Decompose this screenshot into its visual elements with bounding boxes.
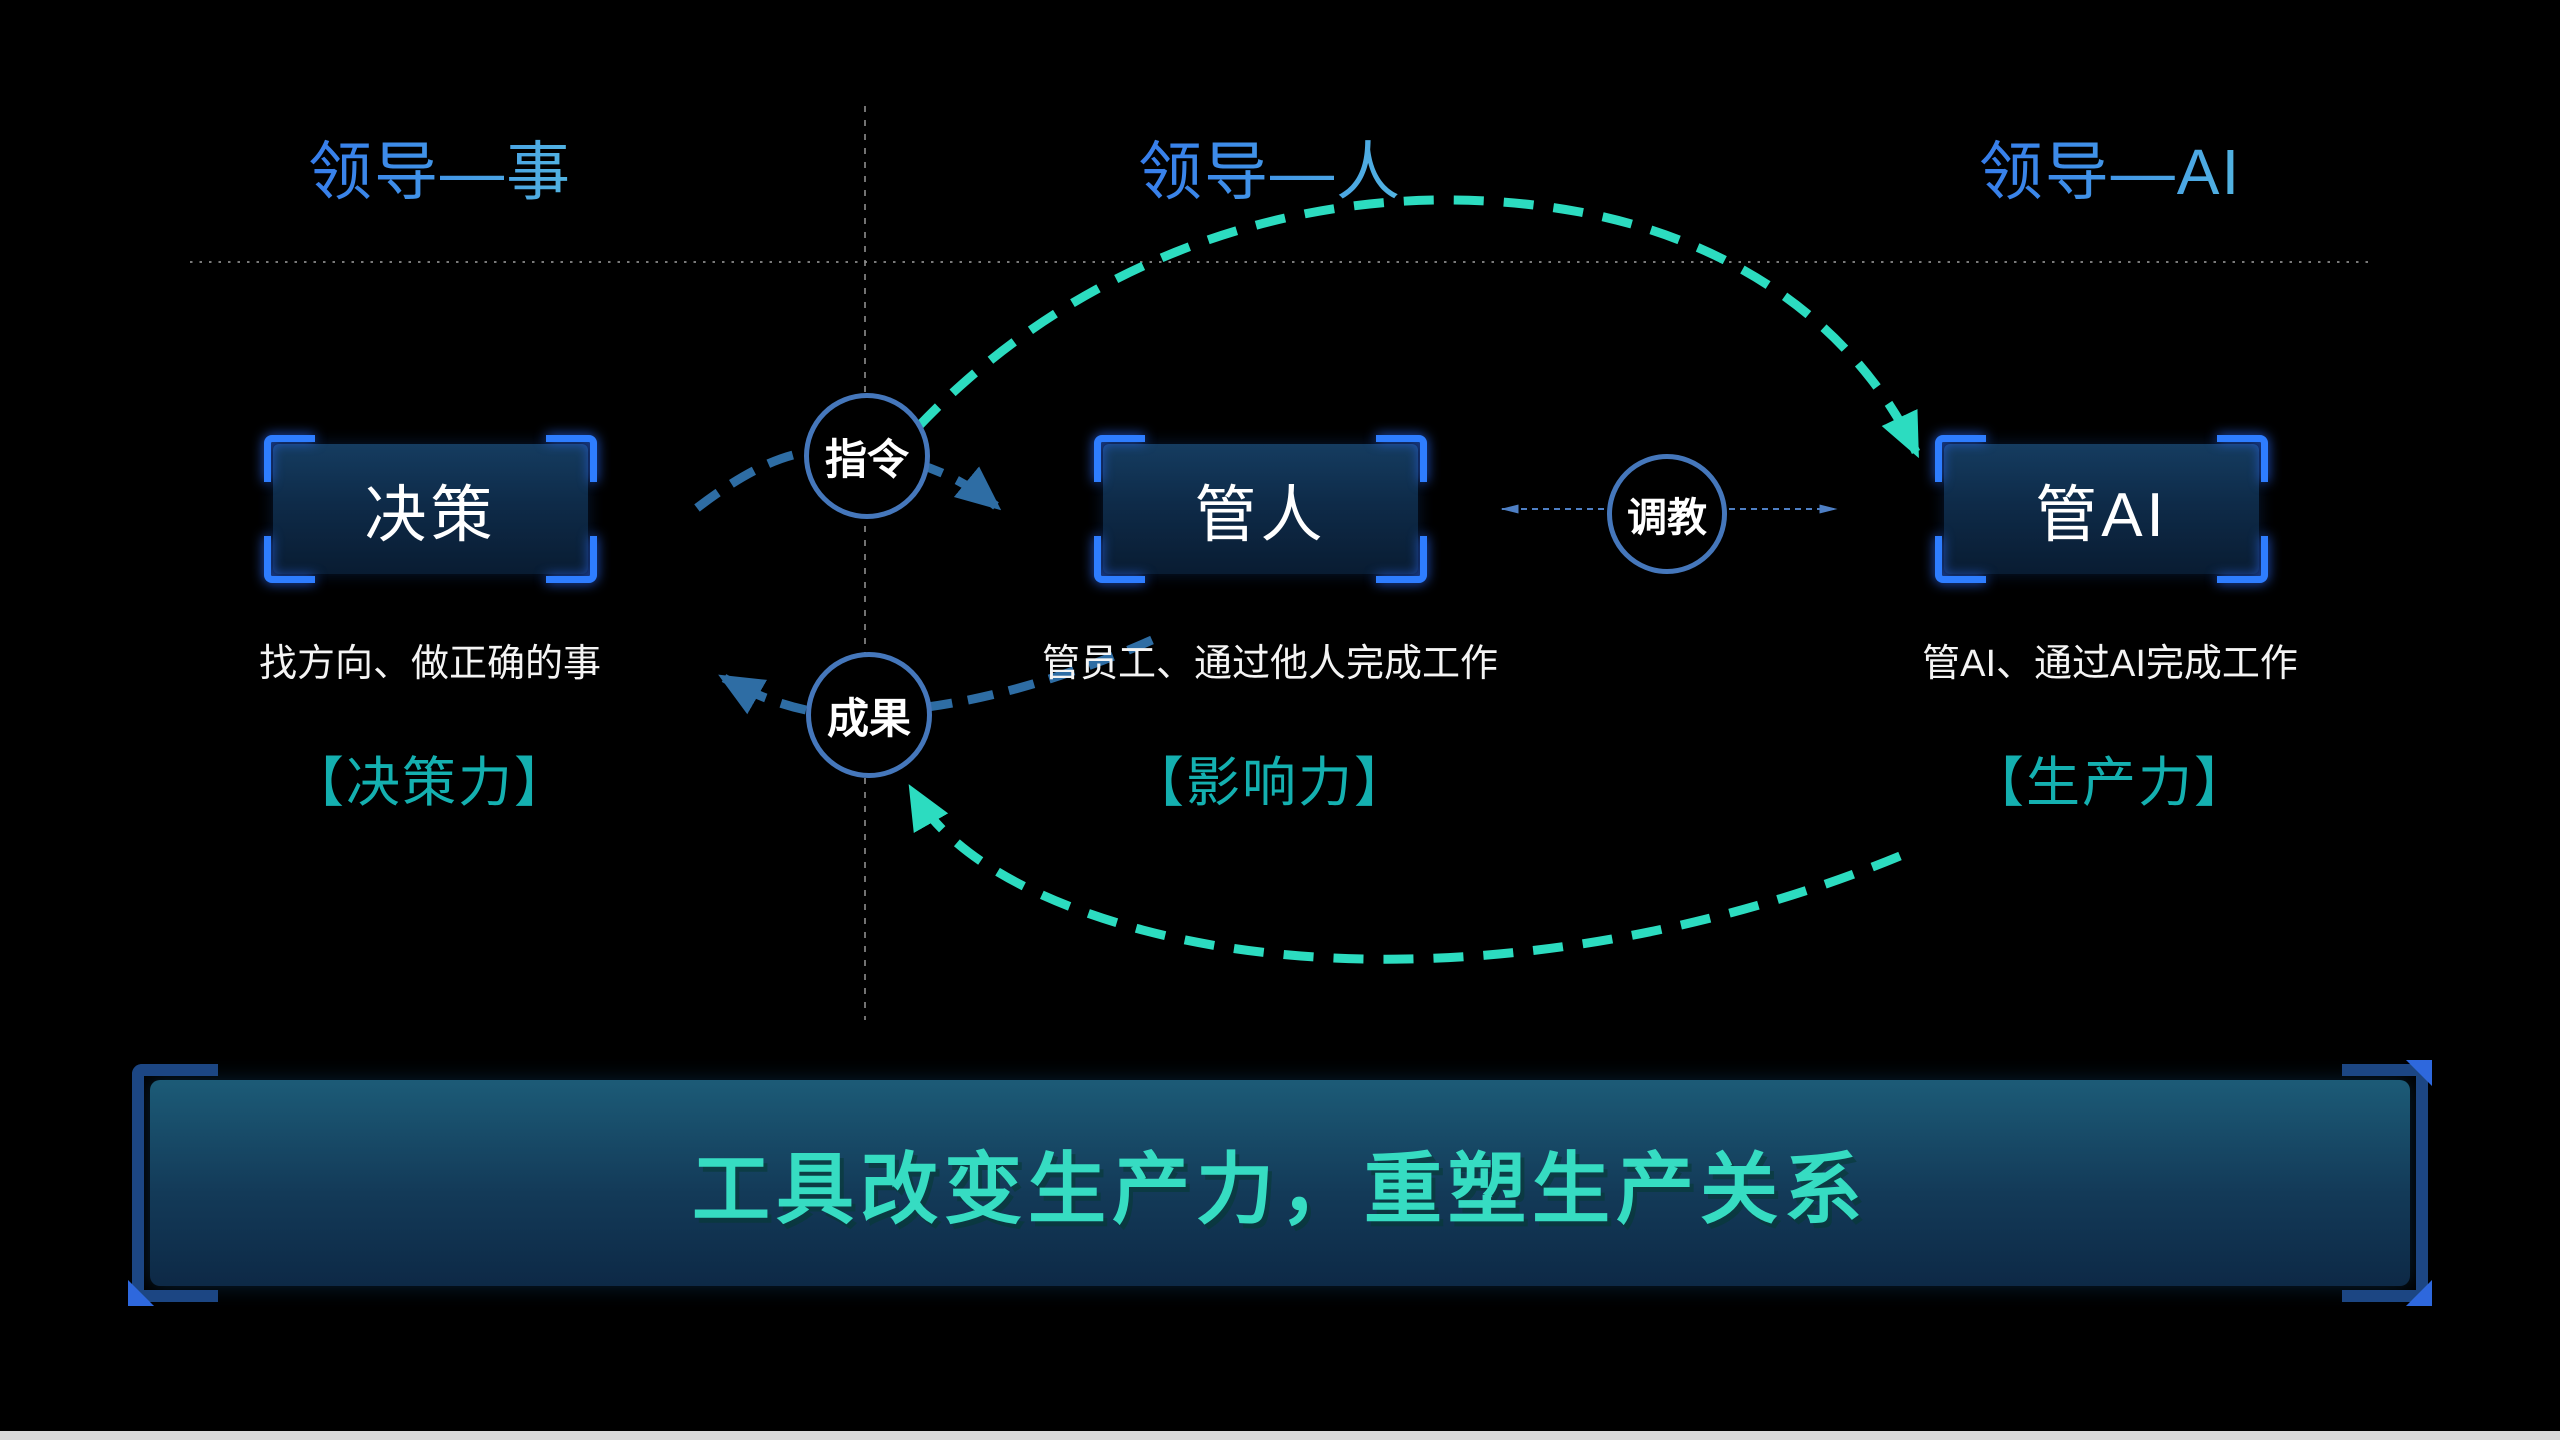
teal-curve-productivity-to-result (908, 784, 1902, 964)
description-manage-people: 管员工、通过他人完成工作 (1041, 643, 1498, 685)
corner-bracket (1935, 536, 1986, 583)
corner-bracket (1094, 536, 1145, 583)
result-arrow-in (919, 635, 1154, 713)
circle-node-instruction: 指令 (804, 393, 930, 519)
corner-bracket (2217, 536, 2268, 583)
bottom-banner: 工具改变生产力，重塑生产关系 (128, 1060, 2432, 1306)
node-box-label: 决策 (364, 481, 497, 550)
instruction-arrow-in (694, 447, 809, 512)
node-box-manage-people: 管人 (1094, 435, 1427, 583)
corner-bracket (2217, 435, 2268, 482)
corner-bracket (264, 536, 315, 583)
circle-node-label: 成果 (826, 694, 911, 742)
node-box-decision: 决策 (264, 435, 597, 583)
bottom-strip (0, 1431, 2560, 1440)
power-label-decision: 【决策力】 (290, 753, 570, 813)
node-box-label: 管人 (1194, 481, 1327, 550)
banner-frame-left (132, 1064, 218, 1302)
corner-bracket (546, 536, 597, 583)
circle-node-label: 指令 (824, 435, 909, 483)
description-manage-ai: 管AI、通过AI完成工作 (1922, 643, 2298, 685)
corner-bracket (1376, 536, 1427, 583)
circle-node-tuning: 调教 (1607, 454, 1727, 574)
node-box-label: 管AI (2035, 481, 2168, 550)
node-box-manage-ai: 管AI (1935, 435, 2268, 583)
banner-title: 工具改变生产力，重塑生产关系 (691, 1145, 1868, 1233)
banner-frame-right (2342, 1064, 2428, 1302)
instruction-arrow-out (916, 459, 1002, 511)
corner-bracket (1094, 435, 1145, 482)
circle-node-label: 调教 (1627, 496, 1707, 540)
column-header-lead-things: 领导—事 (140, 130, 740, 214)
teal-curve-instruction-to-ai (913, 195, 1921, 459)
result-arrow-out (718, 674, 807, 715)
power-label-productivity: 【生产力】 (1970, 753, 2250, 813)
column-header-lead-people: 领导—人 (970, 130, 1570, 214)
column-header-lead-ai: 领导—AI (1810, 130, 2410, 214)
power-label-influence: 【影响力】 (1130, 753, 1410, 813)
description-decision: 找方向、做正确的事 (258, 643, 601, 685)
circle-node-result: 成果 (806, 652, 932, 778)
corner-bracket (1376, 435, 1427, 482)
corner-bracket (264, 435, 315, 482)
corner-bracket (546, 435, 597, 482)
corner-bracket (1935, 435, 1986, 482)
